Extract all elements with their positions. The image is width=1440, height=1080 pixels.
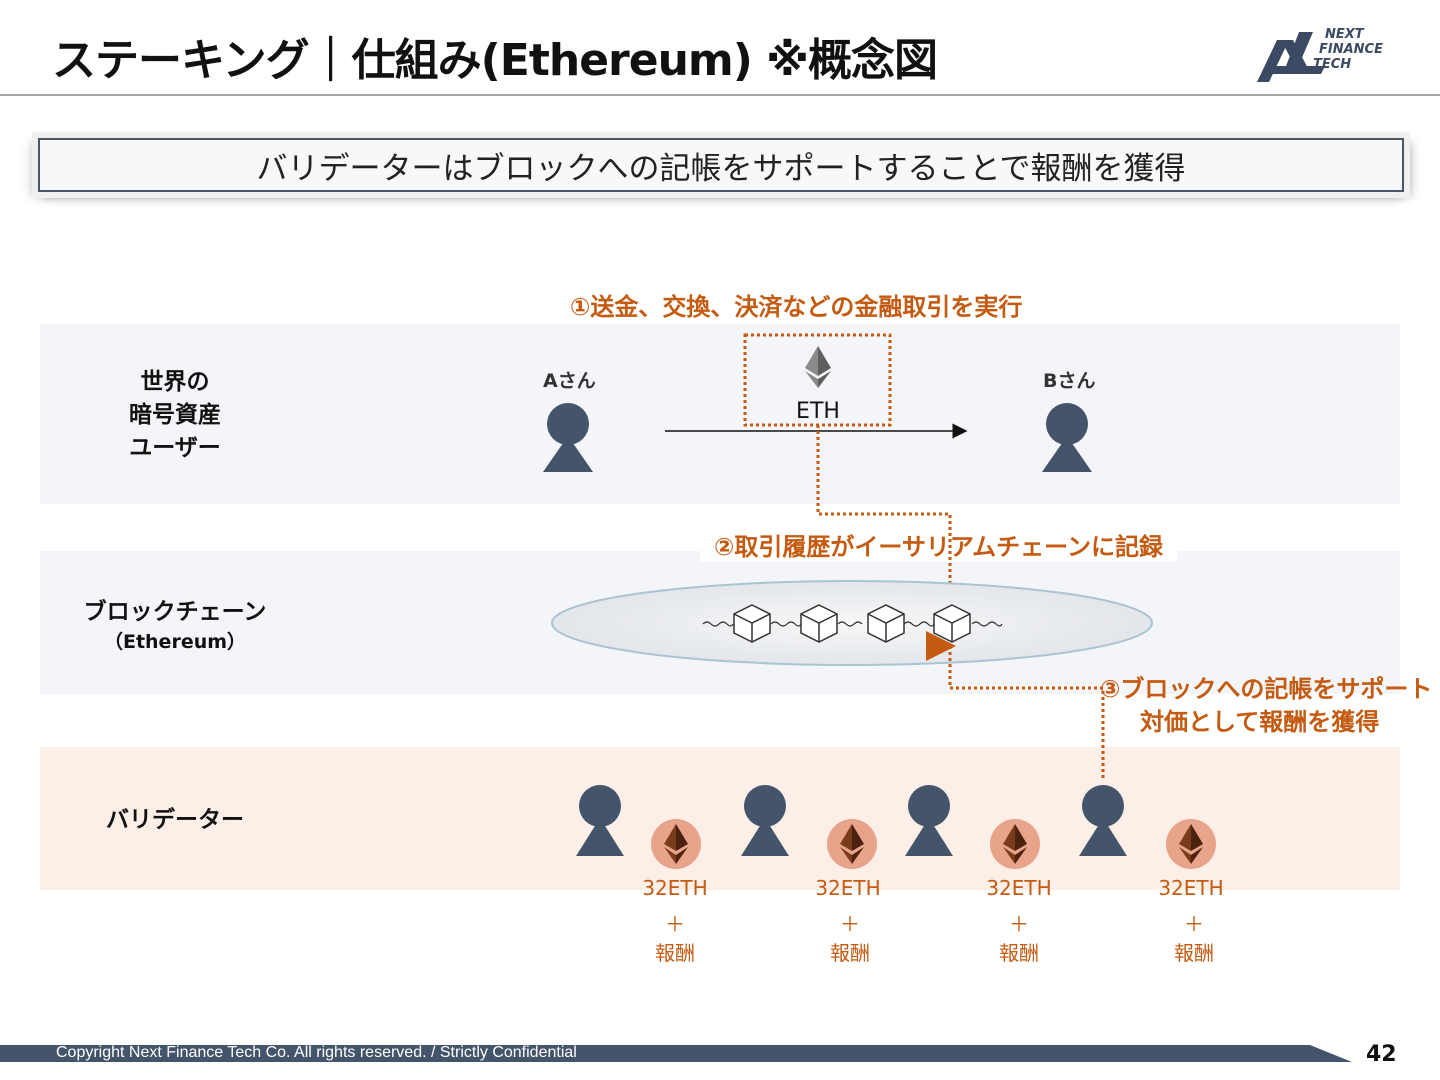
company-logo: NEXT FINANCE TECH [1257,27,1383,82]
block-1-icon [733,604,771,643]
step2-text: ②取引履歴がイーサリアムチェーンに記録 [700,527,1177,562]
validators-row-label: バリデーター [106,807,244,833]
title-divider [0,94,1440,96]
eth-logo-icon [805,346,831,388]
record-flow-connector [816,425,974,615]
validator-2-plus: ＋ [840,912,860,936]
validator-4-person-icon [1079,785,1127,856]
support-flow-connector [926,631,1105,778]
validator-3-person-icon [905,785,953,856]
logo-text-next: NEXT [1325,27,1365,42]
blockchain-ellipse [551,580,1153,666]
logo-text-tech: TECH [1313,57,1351,72]
validator-3-plus: ＋ [1009,912,1029,936]
block-4-icon [933,604,971,643]
summary-banner: バリデーターはブロックへの記帳をサポートすることで報酬を獲得 [38,138,1404,192]
users-band [40,324,1400,504]
validator-3-reward: 報酬 [999,941,1039,965]
validator-1-eth-coin-icon [651,819,701,869]
validator-4-eth-coin-icon [1166,819,1216,869]
validator-2-person-icon [741,785,789,856]
validator-2-eth-coin-icon [827,819,877,869]
blockchain-row-sublabel: （Ethereum） [103,631,247,653]
validator-3-stake: 32ETH [986,876,1052,900]
validators-band [40,747,1400,890]
page-number: 42 [1366,1042,1397,1067]
summary-banner-text: バリデーターはブロックへの記帳をサポートすることで報酬を獲得 [256,150,1186,187]
eth-asset-label: ETH [796,399,840,424]
receiver-person-icon [1042,403,1092,472]
logo-text-finance: FINANCE [1319,42,1383,57]
block-chain-graphic [702,621,1003,627]
footer-bar [0,1045,1352,1062]
validator-3-eth-coin-icon [990,819,1040,869]
validator-2-reward: 報酬 [830,941,870,965]
step1-text: ①送金、交換、決済などの金融取引を実行 [570,293,1023,321]
receiver-label: Bさん [1043,370,1096,392]
users-row-label: 世界の 暗号資産 ユーザー [129,369,221,461]
sender-person-icon [543,403,593,472]
validator-1-stake: 32ETH [642,876,708,900]
validator-4-stake: 32ETH [1158,876,1224,900]
validator-2-stake: 32ETH [815,876,881,900]
validator-1-reward: 報酬 [655,941,695,965]
page-title: ステーキング｜仕組み(Ethereum) ※概念図 [52,35,938,86]
blockchain-row-label: ブロックチェーン [83,599,267,625]
validator-4-plus: ＋ [1184,912,1204,936]
block-3-icon [867,604,905,643]
validator-1-plus: ＋ [665,912,685,936]
step3-text-line2: 対価として報酬を獲得 [1140,708,1380,736]
block-2-icon [800,604,838,643]
footer-copyright: Copyright Next Finance Tech Co. All righ… [56,1044,577,1061]
step3-text-line1: ③ブロックへの記帳をサポート [1100,675,1433,703]
validator-1-person-icon [576,785,624,856]
sender-label: Aさん [543,370,596,392]
validator-4-reward: 報酬 [1174,941,1214,965]
